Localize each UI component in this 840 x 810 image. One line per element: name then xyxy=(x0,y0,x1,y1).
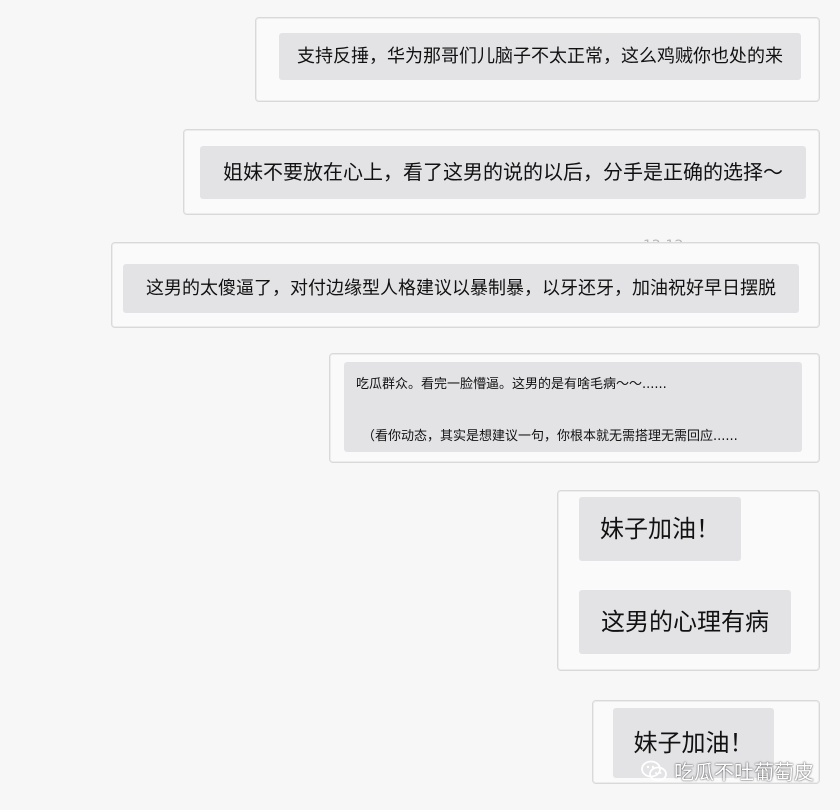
message-line-2: （看你动态，其实是想建议一句，你根本就无需搭理无需回应...... xyxy=(362,429,738,444)
wechat-icon xyxy=(640,759,668,783)
message-bubble-3[interactable]: 这男的太傻逼了，对付边缘型人格建议以暴制暴，以牙还牙，加油祝好早日摆脱 xyxy=(123,264,799,313)
message-line-1: 吃瓜群众。看完一脸懵逼。这男的是有啥毛病～～...... xyxy=(356,377,667,392)
message-bubble-4[interactable]: 吃瓜群众。看完一脸懵逼。这男的是有啥毛病～～...... （看你动态，其实是想建… xyxy=(344,362,802,452)
message-bubble-7[interactable]: 妹子加油！ xyxy=(613,708,774,778)
message-text: 姐妹不要放在心上，看了这男的说的以后，分手是正确的选择～ xyxy=(223,160,783,184)
message-bubble-5[interactable]: 妹子加油！ xyxy=(579,497,741,561)
message-text: 这男的太傻逼了，对付边缘型人格建议以暴制暴，以牙还牙，加油祝好早日摆脱 xyxy=(146,278,776,299)
message-bubble-1[interactable]: 支持反捶，华为那哥们儿脑子不太正常，这么鸡贼你也处的来 xyxy=(279,33,801,80)
message-bubble-2[interactable]: 姐妹不要放在心上，看了这男的说的以后，分手是正确的选择～ xyxy=(200,146,806,199)
message-text: 妹子加油！ xyxy=(600,515,720,543)
message-text: 这男的心理有病 xyxy=(601,608,769,636)
message-text: 支持反捶，华为那哥们儿脑子不太正常，这么鸡贼你也处的来 xyxy=(297,46,783,67)
message-text: 妹子加油！ xyxy=(633,729,754,757)
watermark: 吃瓜不吐葡萄皮 xyxy=(640,756,814,785)
watermark-text: 吃瓜不吐葡萄皮 xyxy=(674,760,814,784)
message-bubble-6[interactable]: 这男的心理有病 xyxy=(579,590,791,654)
